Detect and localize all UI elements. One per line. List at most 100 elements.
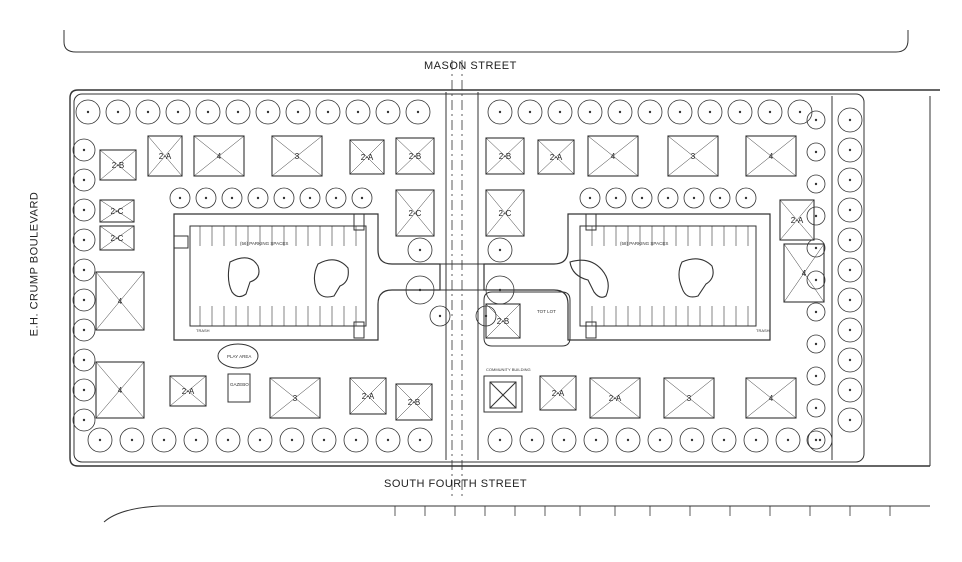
tree-icon: [405, 99, 431, 125]
tree-trunk-icon: [498, 438, 502, 442]
tree-trunk-icon: [296, 110, 300, 114]
tree-icon: [299, 187, 321, 209]
tree-trunk-icon: [226, 438, 230, 442]
unit-west: 4: [193, 135, 245, 177]
tree-trunk-icon: [82, 148, 86, 152]
unit-label: 3: [687, 394, 692, 403]
tree-trunk-icon: [386, 438, 390, 442]
unit-label: 2-C: [409, 209, 422, 218]
tree-trunk-icon: [162, 438, 166, 442]
unit-label: 2-A: [552, 389, 565, 398]
tree-trunk-icon: [116, 110, 120, 114]
tree-icon: [195, 187, 217, 209]
tree-trunk-icon: [786, 438, 790, 442]
tree-trunk-icon: [690, 438, 694, 442]
unit-east: 2-A: [539, 375, 577, 411]
unit-label: 3: [691, 152, 696, 161]
tree-icon: [315, 99, 341, 125]
unit-label: 2-B: [499, 152, 511, 161]
tree-trunk-icon: [640, 196, 644, 200]
tree-icon: [72, 378, 96, 402]
east-island-1: [569, 259, 609, 298]
tree-trunk-icon: [848, 418, 852, 422]
tree-icon: [225, 99, 251, 125]
tree-icon: [407, 237, 433, 263]
tree-trunk-icon: [614, 196, 618, 200]
tree-icon: [806, 366, 826, 386]
unit-label: 4: [769, 152, 774, 161]
unit-east: 2-C: [485, 189, 525, 237]
tree-trunk-icon: [814, 374, 818, 378]
tree-trunk-icon: [814, 406, 818, 410]
tree-icon: [837, 377, 863, 403]
tree-trunk-icon: [416, 110, 420, 114]
tree-icon: [683, 187, 705, 209]
tree-trunk-icon: [722, 438, 726, 442]
tree-trunk-icon: [798, 110, 802, 114]
tree-trunk-icon: [744, 196, 748, 200]
unit-west: 2-B: [99, 149, 137, 181]
tree-trunk-icon: [258, 438, 262, 442]
west-island-1: [227, 257, 260, 298]
unit-label: 3: [295, 152, 300, 161]
south-fourth-street-label: SOUTH FOURTH STREET: [384, 478, 528, 490]
unit-label: 4: [118, 297, 123, 306]
east-island-2: [678, 258, 714, 298]
tree-trunk-icon: [354, 438, 358, 442]
unit-east: 3: [667, 135, 719, 177]
tree-trunk-icon: [82, 178, 86, 182]
tree-icon: [221, 187, 243, 209]
unit-west: 2-A: [169, 375, 207, 407]
unit-east: 2-A: [589, 377, 641, 419]
tree-icon: [837, 317, 863, 343]
unit-label: 4: [217, 152, 222, 161]
tree-trunk-icon: [498, 110, 502, 114]
site-inner-boundary: [73, 93, 865, 463]
tree-icon: [487, 427, 513, 453]
tree-icon: [87, 427, 113, 453]
tree-icon: [72, 228, 96, 252]
tree-icon: [72, 168, 96, 192]
tree-icon: [579, 187, 601, 209]
tree-trunk-icon: [558, 110, 562, 114]
tree-trunk-icon: [498, 248, 502, 252]
tree-icon: [806, 398, 826, 418]
tree-trunk-icon: [82, 358, 86, 362]
tree-icon: [583, 427, 609, 453]
unit-west: 2-C: [99, 199, 135, 223]
unit-east: 4: [587, 135, 639, 177]
tree-icon: [837, 407, 863, 433]
tree-icon: [351, 187, 373, 209]
tree-trunk-icon: [82, 268, 86, 272]
tree-icon: [806, 142, 826, 162]
tree-icon: [743, 427, 769, 453]
tree-trunk-icon: [848, 208, 852, 212]
unit-east: 4: [783, 243, 825, 303]
tree-icon: [375, 99, 401, 125]
unit-label: 2-A: [362, 392, 375, 401]
tree-trunk-icon: [82, 418, 86, 422]
tree-trunk-icon: [814, 150, 818, 154]
tree-trunk-icon: [594, 438, 598, 442]
tree-trunk-icon: [848, 238, 852, 242]
tree-trunk-icon: [666, 196, 670, 200]
tree-trunk-icon: [692, 196, 696, 200]
unit-west: 2-B: [395, 383, 433, 421]
tree-icon: [487, 99, 513, 125]
tree-icon: [72, 198, 96, 222]
east-parking-lot: [483, 213, 771, 341]
tree-icon: [806, 270, 826, 290]
tree-trunk-icon: [356, 110, 360, 114]
tree-trunk-icon: [146, 110, 150, 114]
tree-icon: [757, 99, 783, 125]
tree-trunk-icon: [818, 438, 822, 442]
tree-trunk-icon: [282, 196, 286, 200]
tree-icon: [247, 427, 273, 453]
unit-east: 2-B: [485, 137, 525, 175]
tree-icon: [75, 99, 101, 125]
trash-label-west: TRASH: [196, 328, 210, 333]
tree-icon: [806, 206, 826, 226]
tree-icon: [837, 137, 863, 163]
unit-label: 2-B: [409, 152, 421, 161]
gazebo-label: GAZEBO: [230, 382, 249, 387]
